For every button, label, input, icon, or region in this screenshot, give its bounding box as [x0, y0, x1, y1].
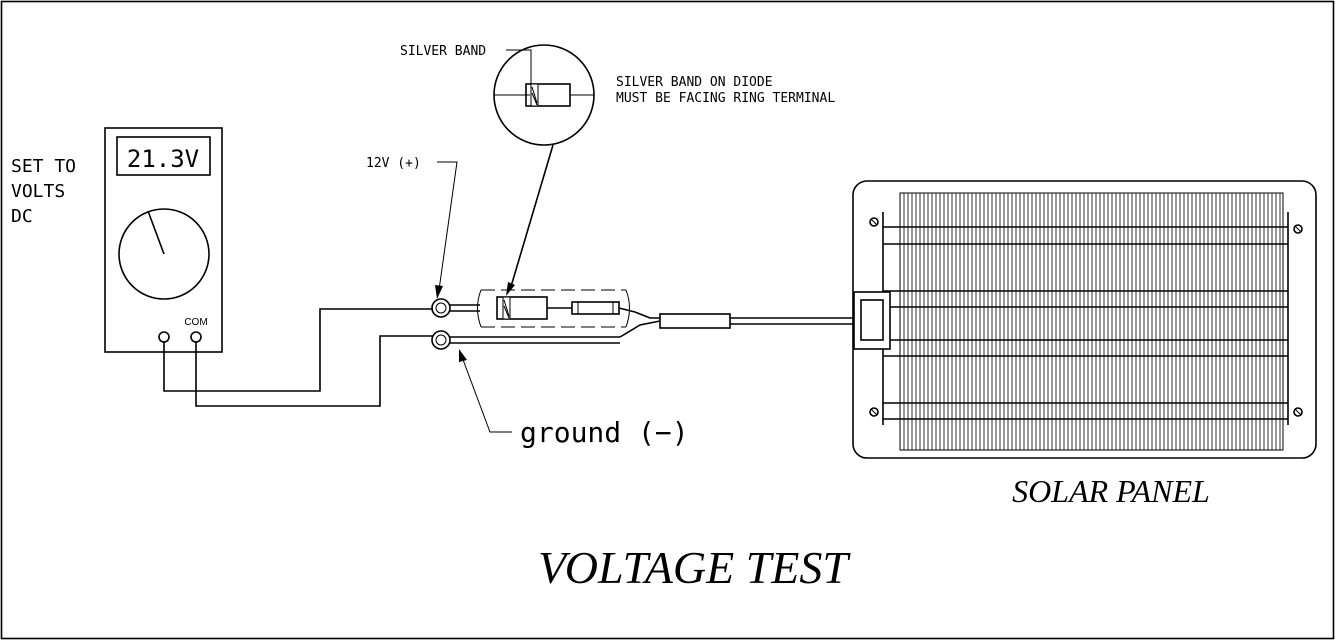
com-jack — [190, 331, 202, 343]
ground-label: ground (−) — [520, 416, 689, 449]
panel-frame — [852, 180, 1317, 459]
diode-magnifier — [493, 44, 595, 296]
ground-ring-terminal — [431, 330, 620, 350]
multimeter-reading: 21.3V — [127, 145, 199, 173]
magnifier-leader — [509, 144, 554, 291]
positive-arrowhead — [435, 285, 443, 299]
positive-wire-merge — [634, 311, 660, 319]
positive-label: 12V (+) — [366, 156, 421, 171]
cable-jacket — [659, 313, 731, 329]
panel-label: SOLAR PANEL — [1012, 473, 1210, 509]
com-label: COM — [184, 317, 207, 328]
mounting-screws — [869, 217, 1303, 417]
multimeter: 21.3V COM — [104, 127, 223, 353]
silver-band-label: SILVER BAND — [400, 44, 486, 59]
inline-fuse — [571, 301, 636, 315]
note-line2: MUST BE FACING RING TERMINAL — [616, 91, 835, 106]
multimeter-display — [116, 136, 211, 176]
positive-lead — [163, 308, 433, 392]
positive-ring-terminal — [431, 298, 480, 318]
setting-line1: SET TO — [11, 156, 76, 177]
heat-shrink-tube — [477, 289, 630, 328]
solar-panel — [852, 180, 1317, 459]
silver-band-leader — [506, 49, 532, 84]
ground-wire-merge — [619, 320, 661, 338]
panel-cells — [899, 192, 1284, 451]
setting-line2: VOLTS — [11, 181, 65, 202]
setting-line3: DC — [11, 206, 33, 227]
ground-lead — [195, 335, 433, 407]
positive-leader — [437, 161, 458, 291]
multimeter-dial — [118, 208, 210, 300]
dial-pointer — [147, 210, 165, 255]
positive-jack — [158, 331, 170, 343]
ground-arrowhead — [459, 349, 467, 362]
ground-leader — [461, 356, 512, 433]
diagram-title: VOLTAGE TEST — [538, 542, 851, 593]
note-line1: SILVER BAND ON DIODE — [616, 75, 773, 90]
junction-box — [853, 291, 891, 350]
diode — [496, 296, 572, 320]
